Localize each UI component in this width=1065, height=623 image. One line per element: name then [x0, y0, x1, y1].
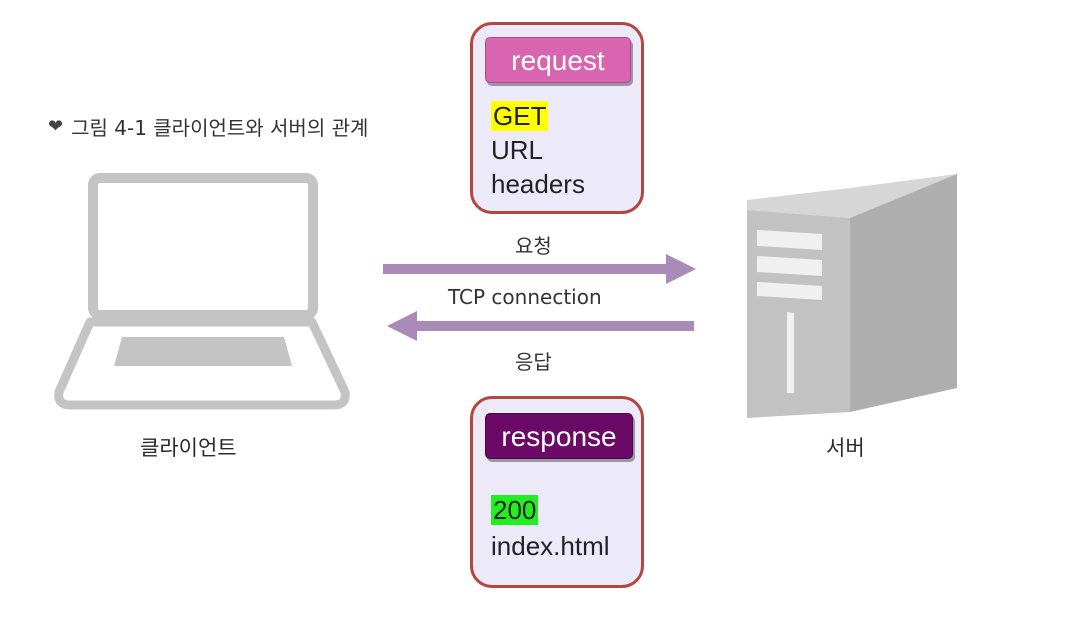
response-label: 응답: [515, 350, 552, 374]
response-line-status: 200: [491, 495, 539, 525]
server-label: 서버: [826, 436, 865, 460]
request-title: request: [485, 37, 631, 83]
response-arrow: [387, 311, 694, 341]
server-tower-icon: [747, 174, 957, 418]
figure-caption: ❤ 그림 4-1 클라이언트와 서버의 관계: [48, 112, 368, 141]
request-card: request GET URL headers: [470, 22, 644, 214]
chevron-down-icon: ❤: [48, 116, 64, 137]
response-card: response 200 index.html: [470, 396, 644, 588]
client-label: 클라이언트: [140, 436, 237, 460]
request-arrow: [383, 254, 696, 284]
request-label: 요청: [515, 234, 552, 258]
response-line-file: index.html: [491, 531, 610, 561]
request-line-url: URL: [491, 135, 544, 165]
laptop-icon: [54, 173, 350, 410]
tcp-connection-label: TCP connection: [448, 285, 602, 309]
request-line-method: GET: [491, 101, 549, 131]
response-title: response: [485, 413, 633, 459]
request-line-headers: headers: [491, 169, 585, 199]
caption-text: 그림 4-1 클라이언트와 서버의 관계: [71, 116, 369, 140]
